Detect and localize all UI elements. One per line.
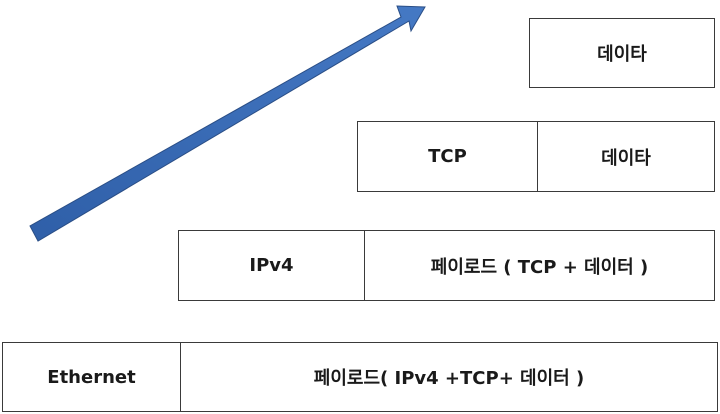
row1-data-label: 데이타 [597,44,647,65]
row4-payload-cell: 페이로드( IPv4 +TCP+ 데이터 ) [180,342,718,412]
row2-header-cell: TCP [357,121,538,192]
row4-payload-label: 페이로드( IPv4 +TCP+ 데이터 ) [313,368,585,389]
row2-data-label: 데이타 [601,147,651,169]
row3-payload-label: 페이로드 ( TCP + 데이터 ) [430,256,649,278]
row4-header-label: Ethernet [47,366,136,388]
row3-payload-cell: 페이로드 ( TCP + 데이터 ) [364,230,715,301]
row2-header-label: TCP [428,146,467,167]
row3-header-cell: IPv4 [178,230,365,301]
row1-data-cell: 데이타 [529,18,715,88]
row3-header-label: IPv4 [249,255,294,276]
row2-data-cell: 데이타 [537,121,715,192]
row4-header-cell: Ethernet [2,342,181,412]
arrow-shape [29,5,426,242]
